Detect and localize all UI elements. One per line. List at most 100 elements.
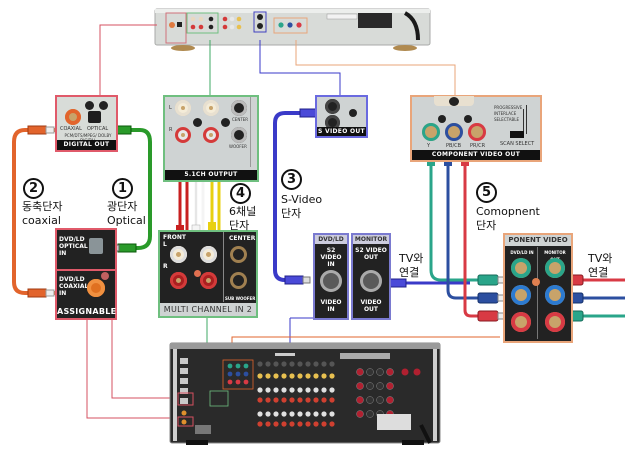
dvd-ld-svideo-panel: DVD/LD S2 VIDEO IN VIDEO IN bbox=[313, 233, 349, 320]
rca-jack bbox=[313, 361, 319, 367]
callout-3-line1: S-Video bbox=[281, 193, 323, 206]
coaxial-plug bbox=[27, 288, 47, 298]
rca-jack bbox=[305, 361, 311, 367]
line-component bbox=[295, 40, 456, 95]
monitor-y-out-jack[interactable] bbox=[545, 258, 565, 278]
rca-jack bbox=[305, 397, 311, 403]
l-label: L bbox=[169, 105, 172, 111]
coaxial-in-jack[interactable] bbox=[87, 279, 105, 297]
component-in-panel: PONENT VIDEO DVD/LD IN MONITOR OUT bbox=[503, 233, 573, 343]
rca-jack bbox=[297, 421, 303, 427]
s2-video-out-jack[interactable] bbox=[360, 270, 382, 292]
rca-jack bbox=[265, 397, 271, 403]
center-out-jack[interactable] bbox=[231, 100, 247, 116]
center-in-jack[interactable] bbox=[230, 246, 247, 263]
rca-jack bbox=[321, 421, 327, 427]
tv-connect-label-component-line2: 연결 bbox=[588, 266, 609, 279]
callout-4-line2: 단자 bbox=[229, 219, 250, 232]
dvd-foot bbox=[393, 45, 417, 51]
rca-jack bbox=[329, 397, 335, 403]
component-y-in-jack[interactable] bbox=[511, 258, 531, 278]
rca-jack bbox=[313, 411, 319, 417]
optical-in-label: DVD/LD OPTICAL IN bbox=[59, 236, 88, 257]
line-svideo bbox=[259, 40, 341, 95]
callout-2-line2: coaxial bbox=[22, 214, 61, 227]
rca-jack bbox=[281, 373, 287, 379]
rca-jack bbox=[297, 373, 303, 379]
callout-3-badge: 3 bbox=[281, 169, 302, 190]
svideo-out-jack-1[interactable] bbox=[325, 99, 340, 114]
five-one-title: 5.1CH OUTPUT bbox=[165, 170, 257, 180]
av-receiver bbox=[169, 342, 441, 445]
component-pb-in-jack[interactable] bbox=[511, 285, 531, 305]
coaxial-cable bbox=[12, 128, 58, 295]
line-digital bbox=[99, 24, 157, 95]
speaker-terminal bbox=[366, 368, 374, 376]
surround-r-out-jack[interactable] bbox=[203, 127, 219, 143]
rca-jack bbox=[265, 373, 271, 379]
speaker-terminal bbox=[356, 368, 364, 376]
front-label: FRONT bbox=[163, 234, 186, 241]
woofer-out-jack[interactable] bbox=[231, 127, 247, 143]
rca-jack bbox=[281, 387, 287, 393]
multichannel-in-panel: FRONT L R CENTER SUB WOOFER MULTI CHANNE… bbox=[158, 230, 258, 318]
progressive-label: PROGRESSIVE bbox=[494, 105, 523, 110]
monitor-pb-out-jack[interactable] bbox=[545, 285, 565, 305]
scan-select-switch[interactable] bbox=[510, 131, 524, 138]
rca-jack bbox=[265, 411, 271, 417]
optical-jack[interactable] bbox=[88, 111, 101, 123]
surround-l-in-jack[interactable] bbox=[200, 246, 217, 263]
coaxial-jack[interactable] bbox=[65, 109, 81, 125]
rca-jack bbox=[289, 411, 295, 417]
front-r-out-jack[interactable] bbox=[175, 127, 191, 143]
optical-in-jack[interactable] bbox=[89, 238, 103, 254]
component-pr-out-jack[interactable] bbox=[468, 123, 486, 141]
front-l-out-jack[interactable] bbox=[175, 100, 191, 116]
surround-l-out-jack[interactable] bbox=[203, 100, 219, 116]
surround-r-in-jack[interactable] bbox=[200, 272, 217, 289]
l-label: L bbox=[163, 241, 167, 248]
rca-jack bbox=[305, 373, 311, 379]
multichannel-title: MULTI CHANNEL IN 2 bbox=[160, 303, 256, 316]
callout-2-badge: 2 bbox=[23, 178, 44, 199]
callout-5-badge: 5 bbox=[476, 182, 497, 203]
optical-cable bbox=[110, 128, 152, 250]
rca-jack bbox=[273, 411, 279, 417]
svideo-out-jack-2[interactable] bbox=[325, 115, 340, 130]
callout-1-line1: 광단자 bbox=[107, 200, 138, 213]
rca-jack bbox=[289, 361, 295, 367]
rca-jack bbox=[273, 387, 279, 393]
front-l-in-jack[interactable] bbox=[170, 246, 187, 263]
component-cables bbox=[429, 160, 625, 318]
optical-label: OPTICAL bbox=[87, 126, 109, 132]
subwoofer-in-jack[interactable] bbox=[230, 272, 247, 289]
rca-jack bbox=[313, 373, 319, 379]
component-out-panel: Y PB/CB PR/CR PROGRESSIVE INTERLACE SELE… bbox=[410, 95, 542, 162]
svideo-out-title: S VIDEO OUT bbox=[317, 127, 366, 136]
receiver-foot bbox=[186, 440, 208, 445]
speaker-terminal bbox=[376, 368, 384, 376]
callout-3-line2: 단자 bbox=[281, 207, 302, 220]
monitor-pr-out-jack[interactable] bbox=[545, 312, 565, 332]
dvd-foot bbox=[171, 45, 195, 51]
rca-jack bbox=[313, 387, 319, 393]
component-pb-out-jack[interactable] bbox=[445, 123, 463, 141]
rca-jack bbox=[321, 361, 327, 367]
s2-video-in-jack[interactable] bbox=[320, 270, 342, 292]
rca-jack bbox=[297, 397, 303, 403]
callout-5-line1: Comopnent bbox=[476, 205, 540, 218]
front-r-in-jack[interactable] bbox=[170, 272, 187, 289]
coaxial-in-label: DVD/LD COAXIAL IN bbox=[59, 276, 89, 297]
component-y-out-jack[interactable] bbox=[422, 123, 440, 141]
rca-jack bbox=[265, 361, 271, 367]
speaker-terminal bbox=[366, 396, 374, 404]
optical-plug bbox=[117, 243, 137, 253]
callout-5-line2: 단자 bbox=[476, 219, 497, 232]
rca-jack bbox=[305, 421, 311, 427]
receiver-power-cord bbox=[419, 424, 432, 444]
rca-jack bbox=[289, 387, 295, 393]
rca-jack bbox=[273, 361, 279, 367]
component-pr-in-jack[interactable] bbox=[511, 312, 531, 332]
rca-jack bbox=[321, 387, 327, 393]
